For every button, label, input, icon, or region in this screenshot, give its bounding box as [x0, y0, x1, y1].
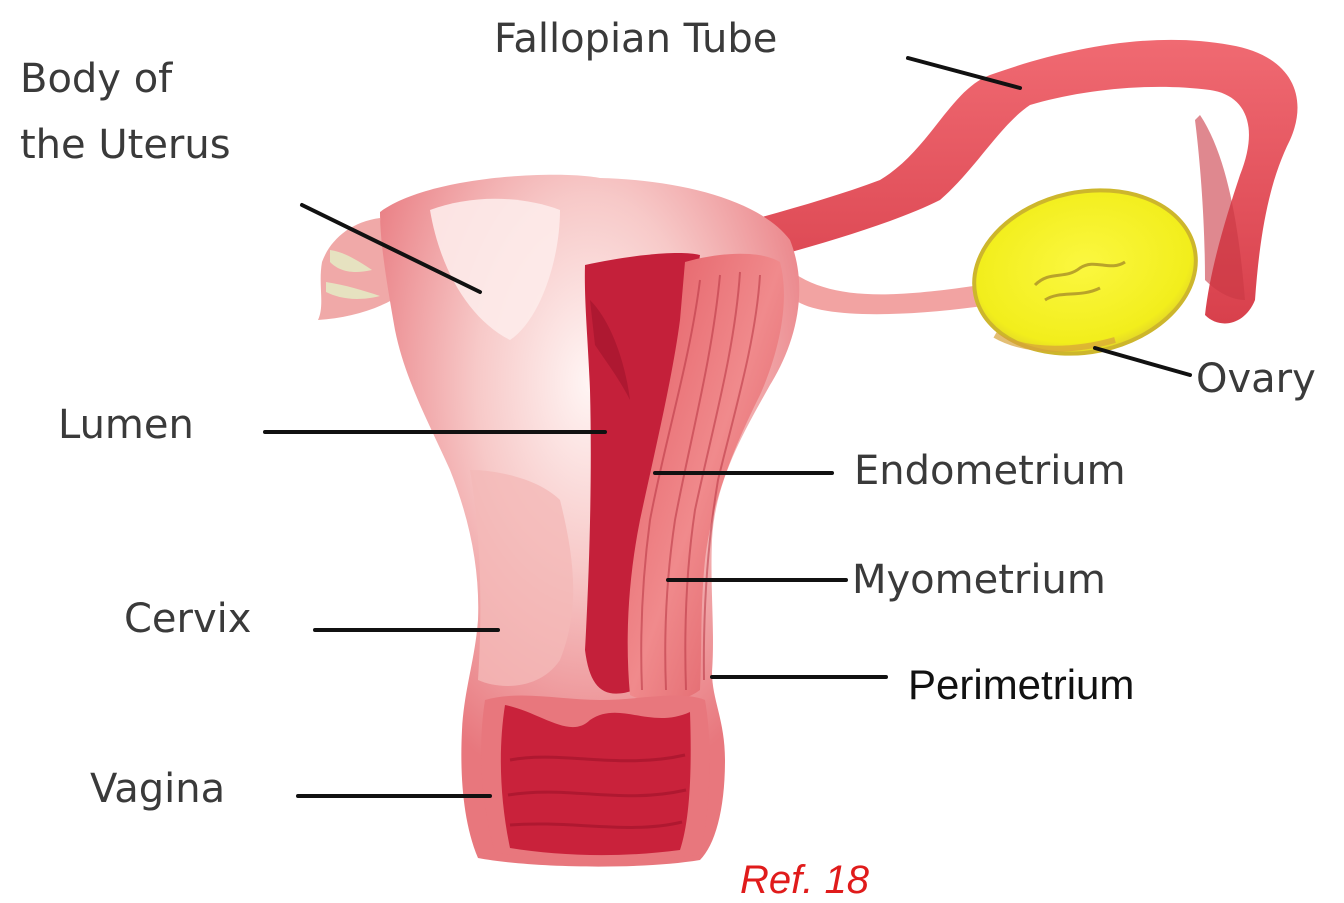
label-body-line1: Body of [20, 56, 173, 102]
anatomy-illustration [318, 40, 1298, 867]
reference-note: Ref. 18 [740, 858, 870, 902]
ovarian-ligament [780, 262, 990, 314]
label-vagina: Vagina [90, 766, 225, 812]
label-body-line2: the Uterus [20, 122, 231, 168]
cervix-shape [470, 470, 573, 686]
label-fallopian-tube: Fallopian Tube [494, 16, 777, 62]
leader-ovary [1095, 348, 1190, 375]
label-myometrium: Myometrium [852, 557, 1106, 603]
label-cervix: Cervix [124, 596, 251, 642]
ovary-shape [959, 170, 1211, 373]
label-lumen: Lumen [58, 402, 194, 448]
label-endometrium: Endometrium [854, 448, 1126, 494]
label-perimetrium: Perimetrium [908, 661, 1134, 708]
label-ovary: Ovary [1196, 356, 1316, 402]
vagina-inner-shape [501, 705, 691, 855]
